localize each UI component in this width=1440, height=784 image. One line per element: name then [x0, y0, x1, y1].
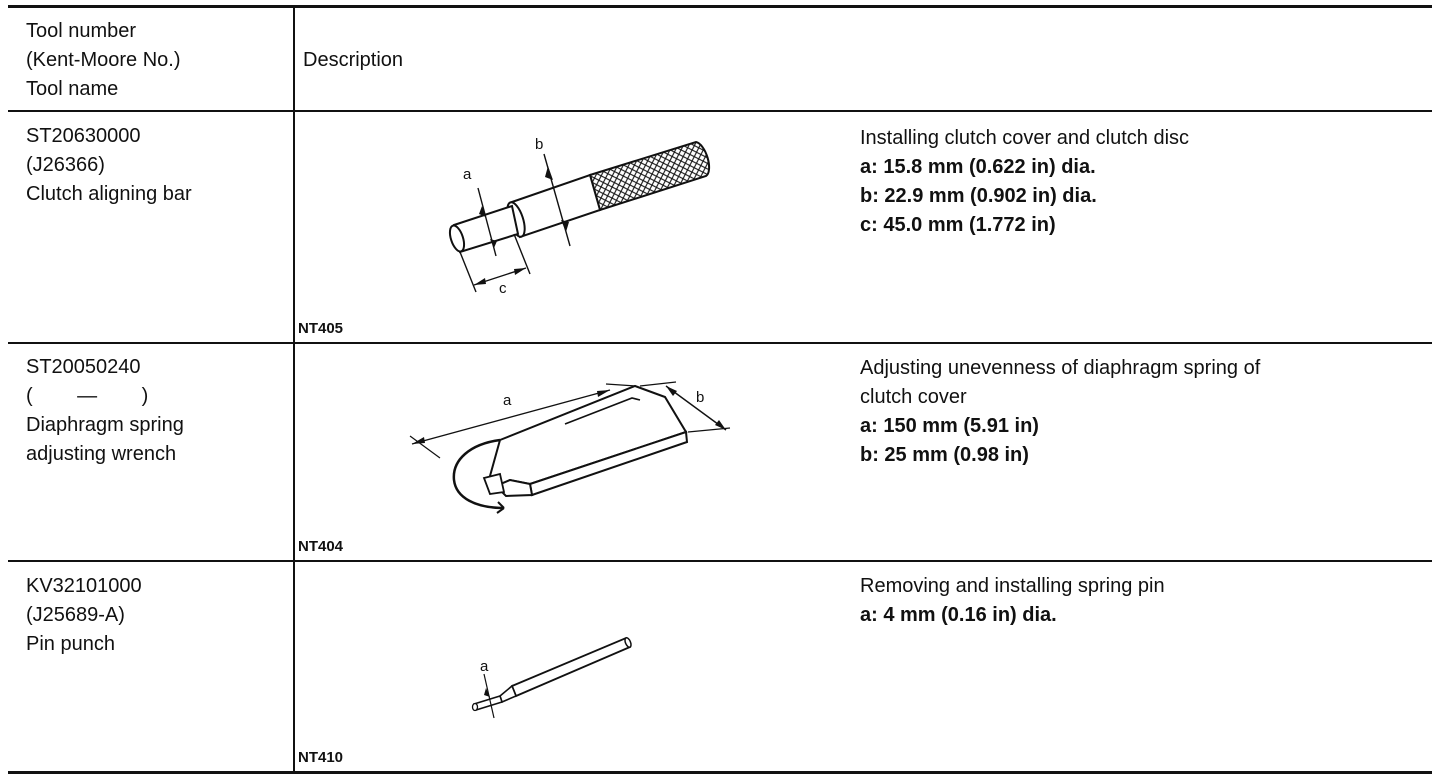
description-2: Adjusting unevenness of diaphragm spring… [860, 354, 1260, 470]
column-divider [293, 6, 295, 773]
spec-a: a: 15.8 mm (0.622 in) dia. [860, 156, 1096, 178]
description-text: Removing and installing spring pin [860, 575, 1165, 597]
description-3: Removing and installing spring pin a: 4 … [860, 572, 1165, 630]
header-tool-column: Tool number (Kent-Moore No.) Tool name [26, 17, 181, 104]
table-bottom-border [8, 771, 1432, 774]
description-1: Installing clutch cover and clutch disc … [860, 124, 1189, 240]
header-tool-line: (Kent-Moore No.) [26, 49, 181, 71]
dimension-label-a: a [463, 166, 472, 183]
spec-c: c: 45.0 mm (1.772 in) [860, 214, 1056, 236]
description-text: clutch cover [860, 386, 967, 408]
pin-punch-illustration: a [471, 636, 632, 719]
spec-b: b: 25 mm (0.98 in) [860, 444, 1029, 466]
description-text: Installing clutch cover and clutch disc [860, 127, 1190, 149]
row-divider-2 [8, 560, 1432, 562]
description-text: Adjusting unevenness of diaphragm spring… [860, 357, 1261, 379]
tool-number: ST20050240 [26, 356, 141, 378]
figure-code-2: NT404 [298, 538, 344, 555]
tool-info-3: KV32101000 (J25689-A) Pin punch [26, 572, 142, 659]
dimension-label-a: a [480, 658, 489, 675]
tool-name: Clutch aligning bar [26, 183, 192, 205]
tool-number: ST20630000 [26, 125, 141, 147]
tool-number: KV32101000 [26, 575, 142, 597]
spec-b: b: 22.9 mm (0.902 in) dia. [860, 185, 1097, 207]
header-tool-line: Tool number [26, 20, 137, 42]
tool-info-2: ST20050240 ( — ) Diaphragm spring adjust… [26, 353, 184, 469]
tool-info-1: ST20630000 (J26366) Clutch aligning bar [26, 122, 192, 209]
figure-code-3: NT410 [298, 749, 344, 766]
header-divider [8, 110, 1432, 112]
tool-name: adjusting wrench [26, 443, 177, 465]
tool-name: Diaphragm spring [26, 414, 184, 436]
dimension-label-b: b [535, 136, 543, 153]
kent-moore-number: (J26366) [26, 154, 105, 176]
spec-a: a: 150 mm (5.91 in) [860, 415, 1039, 437]
clutch-aligning-bar-illustration: a b c [448, 136, 711, 297]
diaphragm-wrench-illustration: a b [409, 381, 731, 514]
kent-moore-number: (J25689-A) [26, 604, 125, 626]
spec-a: a: 4 mm (0.16 in) dia. [860, 604, 1057, 626]
tool-name: Pin punch [26, 633, 115, 655]
header-tool-line: Tool name [26, 78, 119, 100]
table-top-border [8, 5, 1432, 8]
dimension-label-c: c [499, 280, 507, 297]
figure-code-1: NT405 [298, 320, 344, 337]
row-divider-1 [8, 342, 1432, 344]
dimension-label-b: b [696, 389, 704, 406]
header-description-column: Description [303, 49, 404, 71]
kent-moore-number: ( — ) [26, 385, 149, 407]
dimension-label-a: a [503, 392, 512, 409]
